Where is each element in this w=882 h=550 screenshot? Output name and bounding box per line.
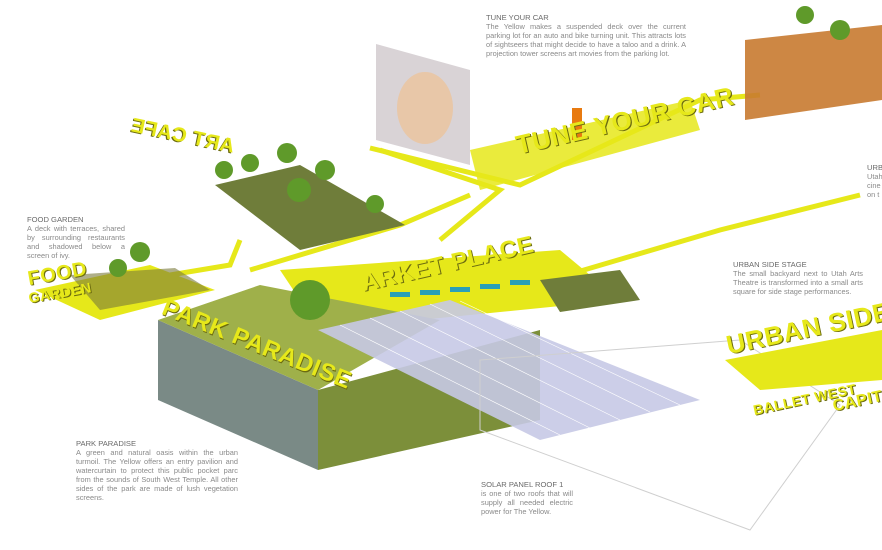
note-body: is one of two roofs that will supply all… <box>481 489 573 516</box>
trees <box>109 6 850 320</box>
note-title: PARK PARADISE <box>76 439 137 448</box>
note-title: URBAN SIDE STAGE <box>733 260 807 269</box>
solar-panel-roof <box>318 300 700 440</box>
note-title: URB <box>867 163 882 172</box>
market-stalls <box>390 280 530 297</box>
ballet-west-building <box>479 339 841 531</box>
urban-side-stage-deck <box>725 330 882 390</box>
note-line: on t <box>867 190 880 199</box>
food-garden-note: FOOD GARDEN A deck with terraces, shared… <box>27 215 125 260</box>
note-title: SOLAR PANEL ROOF 1 <box>481 480 564 489</box>
tune-your-car-deck <box>470 100 700 190</box>
note-body: The small backyard next to Utah Arts The… <box>733 269 863 296</box>
note-body: A green and natural oasis within the urb… <box>76 448 238 502</box>
solar-panel-roof-note: SOLAR PANEL ROOF 1 is one of two roofs t… <box>481 480 573 516</box>
note-title: FOOD GARDEN <box>27 215 84 224</box>
park-paradise-water-curtain <box>158 320 318 470</box>
art-cafe-deck <box>215 165 405 250</box>
note-body: The Yellow makes a suspended deck over t… <box>486 22 686 58</box>
food-garden-pavilion <box>70 268 210 310</box>
note-body: A deck with terraces, shared by surround… <box>27 224 125 260</box>
note-title: TUNE YOUR CAR <box>486 13 549 22</box>
projection-tower <box>572 108 582 140</box>
projection-face <box>397 72 453 144</box>
urban-side-stage-note: URBAN SIDE STAGE The small backyard next… <box>733 260 863 296</box>
green-deck <box>540 270 640 312</box>
park-paradise-note: PARK PARADISE A green and natural oasis … <box>76 439 238 502</box>
note-line: Utah <box>867 172 882 181</box>
cropped-note: URB Utah cine on t <box>867 163 882 199</box>
orange-building <box>745 25 882 120</box>
note-line: cine <box>867 181 881 190</box>
tune-your-car-note: TUNE YOUR CAR The Yellow makes a suspend… <box>486 13 686 58</box>
park-paradise-roof <box>158 285 440 390</box>
